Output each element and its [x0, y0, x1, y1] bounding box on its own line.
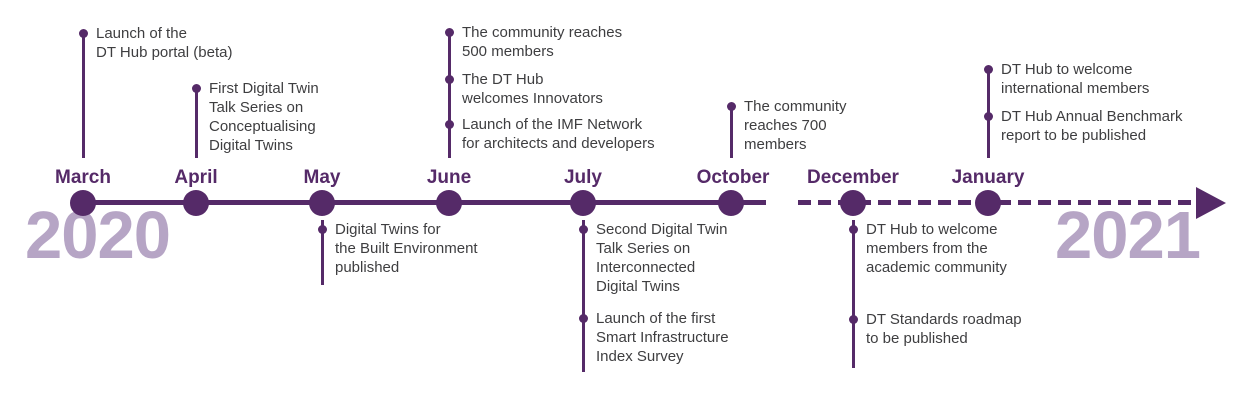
event-caption: The community reaches 500 members — [462, 24, 623, 60]
stem-october — [729, 106, 733, 158]
event-caption: DT Hub to welcome international members — [1001, 61, 1150, 97]
stem-may — [320, 220, 324, 285]
month-dot-july — [570, 190, 596, 216]
month-label-april: April — [174, 167, 218, 188]
month-label-may: May — [303, 167, 341, 188]
event-caption: Second Digital Twin Talk Series on Inter… — [596, 221, 728, 295]
event-caption: Launch of the IMF Network for architects… — [462, 116, 655, 152]
event-marker-icon — [444, 27, 454, 37]
event-caption: DT Hub to welcome members from the acade… — [866, 221, 1007, 276]
event-caption: The community reaches 700 members — [744, 98, 847, 153]
event-marker-icon — [848, 314, 858, 324]
month-dot-march — [70, 190, 96, 216]
event-caption: Launch of the first Smart Infrastructure… — [596, 310, 729, 365]
stem-december — [851, 220, 855, 368]
event-marker-icon — [78, 28, 88, 38]
event-marker-icon — [317, 224, 327, 234]
stem-june — [447, 32, 451, 158]
event-caption: DT Standards roadmap to be published — [866, 311, 1022, 347]
month-label-june: June — [426, 167, 472, 188]
event-marker-icon — [444, 74, 454, 84]
event-marker-icon — [848, 224, 858, 234]
month-dot-may — [309, 190, 335, 216]
year-2021-watermark: 2021 — [1054, 198, 1201, 273]
month-label-october: October — [696, 167, 770, 188]
month-dot-january — [975, 190, 1001, 216]
stem-march — [81, 33, 85, 158]
month-label-december: December — [807, 167, 899, 188]
event-caption: Launch of the DT Hub portal (beta) — [96, 25, 233, 61]
event-marker-icon — [983, 111, 993, 121]
event-caption: First Digital Twin Talk Series on Concep… — [209, 80, 319, 154]
timeline-solid-line — [83, 200, 766, 205]
event-marker-icon — [726, 101, 736, 111]
month-label-march: March — [55, 167, 111, 188]
event-marker-icon — [444, 119, 454, 129]
month-dot-april — [183, 190, 209, 216]
event-marker-icon — [578, 224, 588, 234]
timeline-arrow-icon — [1196, 187, 1226, 219]
event-marker-icon — [983, 64, 993, 74]
event-caption: Digital Twins for the Built Environment … — [335, 221, 478, 276]
event-caption: DT Hub Annual Benchmark report to be pub… — [1001, 108, 1183, 144]
event-marker-icon — [191, 83, 201, 93]
event-marker-icon — [578, 313, 588, 323]
stem-july — [581, 220, 585, 372]
year-2020-watermark: 2020 — [25, 198, 171, 273]
month-dot-october — [718, 190, 744, 216]
month-dot-june — [436, 190, 462, 216]
month-label-july: July — [563, 167, 603, 188]
month-dot-december — [840, 190, 866, 216]
event-caption: The DT Hub welcomes Innovators — [462, 71, 603, 107]
stem-april — [194, 88, 198, 158]
month-label-january: January — [951, 167, 1025, 188]
